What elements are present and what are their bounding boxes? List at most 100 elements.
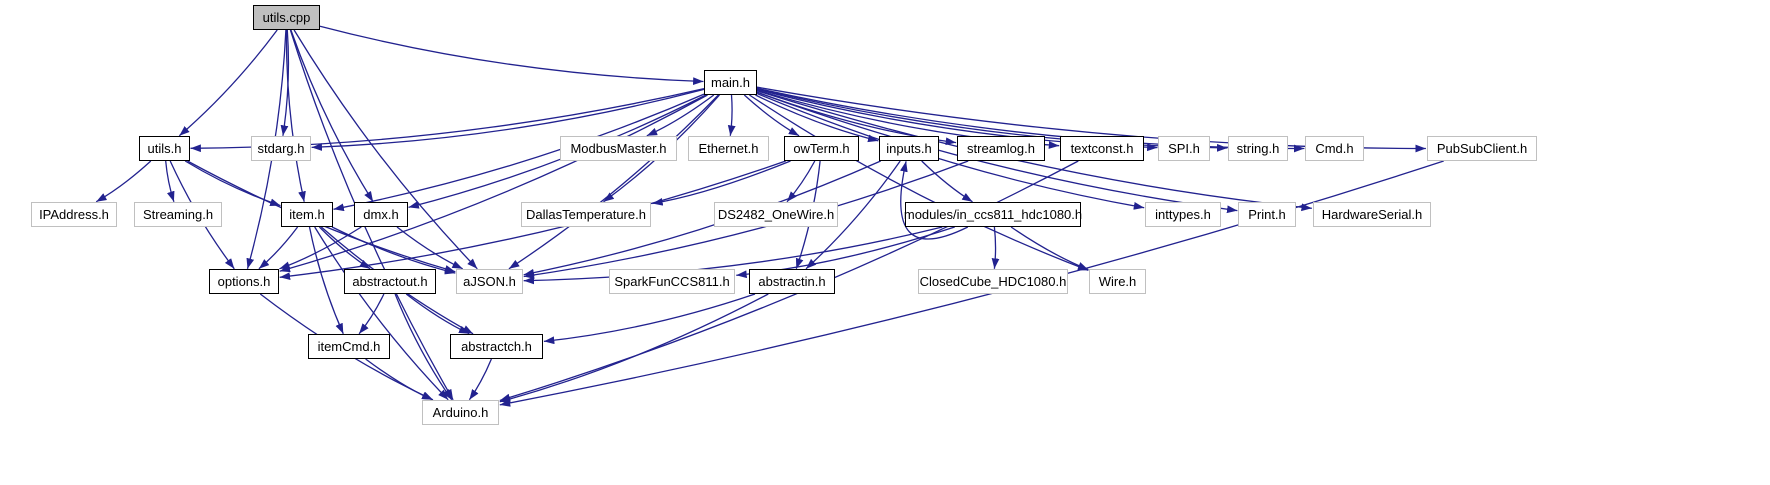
graph-node-abstractout-h[interactable]: abstractout.h <box>344 269 436 294</box>
graph-node-label: Wire.h <box>1098 274 1137 289</box>
graph-node-sparkfunccs811-h[interactable]: SparkFunCCS811.h <box>609 269 735 294</box>
graph-edge-main-h-to-wire-h <box>749 94 1089 272</box>
graph-node-stdarg-h[interactable]: stdarg.h <box>251 136 311 161</box>
graph-node-label: Ethernet.h <box>698 141 759 156</box>
graph-node-main-h[interactable]: main.h <box>704 70 757 95</box>
graph-node-options-h[interactable]: options.h <box>209 269 279 294</box>
graph-edge-abstractout-h-to-abstractch-h <box>405 293 470 335</box>
graph-edge-main-h-to-item-h <box>333 93 705 212</box>
graph-edge-dmx-h-to-options-h <box>279 226 362 270</box>
graph-edge-pubsubclient-h-to-arduino-h <box>499 160 1444 407</box>
graph-node-label: string.h <box>1236 141 1280 156</box>
graph-node-itemcmd-h[interactable]: itemCmd.h <box>308 334 390 359</box>
graph-edge-main-h-to-ajson-h <box>508 94 719 270</box>
graph-edge-main-h-to-owterm-h <box>743 94 800 137</box>
graph-node-streamlog-h[interactable]: streamlog.h <box>957 136 1045 161</box>
graph-edge-main-h-to-ethernet-h <box>727 94 736 136</box>
graph-edge-abstractout-h-to-arduino-h <box>394 293 453 401</box>
graph-node-textconst-h[interactable]: textconst.h <box>1060 136 1144 161</box>
graph-edge-main-h-to-hardwareserial-h <box>756 90 1312 212</box>
graph-edge-in-ccs811-h-to-wire-h <box>1010 226 1089 271</box>
graph-node-label: owTerm.h <box>793 141 850 156</box>
graph-node-print-h[interactable]: Print.h <box>1238 202 1296 227</box>
graph-node-streaming-h[interactable]: Streaming.h <box>134 202 222 227</box>
graph-edge-item-h-to-options-h <box>258 226 299 270</box>
graph-edge-utils-h-to-ipaddress-h <box>95 160 152 203</box>
graph-node-label: SPI.h <box>1168 141 1200 156</box>
graph-node-label: options.h <box>217 274 271 289</box>
graph-edge-abstractin-h-to-abstractch-h <box>543 293 756 345</box>
graph-node-label: streamlog.h <box>967 141 1035 156</box>
graph-node-label: HardwareSerial.h <box>1321 207 1423 222</box>
graph-node-owterm-h[interactable]: owTerm.h <box>784 136 859 161</box>
graph-node-pubsubclient-h[interactable]: PubSubClient.h <box>1427 136 1537 161</box>
graph-node-cmd-h[interactable]: Cmd.h <box>1305 136 1364 161</box>
graph-node-spi-h[interactable]: SPI.h <box>1158 136 1210 161</box>
graph-edge-streamlog-h-to-ajson-h <box>523 160 969 279</box>
graph-edge-dmx-h-to-ajson-h <box>396 226 463 270</box>
graph-node-utils-h[interactable]: utils.h <box>139 136 190 161</box>
graph-node-ds2482-onewire-h[interactable]: DS2482_OneWire.h <box>714 202 838 227</box>
graph-node-modbusmaster-h[interactable]: ModbusMaster.h <box>560 136 677 161</box>
graph-node-label: DallasTemperature.h <box>526 207 646 222</box>
graph-node-dmx-h[interactable]: dmx.h <box>354 202 408 227</box>
graph-node-item-h[interactable]: item.h <box>281 202 333 227</box>
graph-node-label: Streaming.h <box>142 207 214 222</box>
graph-node-in-ccs811-h[interactable]: modules/in_ccs811_hdc1080.h <box>904 202 1082 227</box>
graph-edge-owterm-h-to-options-h <box>279 160 786 280</box>
graph-node-closedcube-h[interactable]: ClosedCube_HDC1080.h <box>918 269 1068 294</box>
graph-node-hardwareserial-h[interactable]: HardwareSerial.h <box>1313 202 1431 227</box>
graph-edge-utils-cpp-to-item-h <box>285 29 306 202</box>
graph-edge-utils-cpp-to-utils-h <box>178 29 278 137</box>
graph-node-utils-cpp[interactable]: utils.cpp <box>253 5 320 30</box>
graph-edge-owterm-h-to-dallastemperature-h <box>652 160 791 206</box>
graph-node-abstractin-h[interactable]: abstractin.h <box>749 269 835 294</box>
graph-edge-abstractch-h-to-arduino-h <box>468 358 493 401</box>
graph-node-label: abstractch.h <box>461 339 532 354</box>
graph-edge-main-h-to-cmd-h <box>756 87 1305 153</box>
graph-edge-main-h-to-inputs-h <box>755 94 879 143</box>
graph-node-dallastemperature-h[interactable]: DallasTemperature.h <box>521 202 651 227</box>
graph-edge-abstractin-h-to-arduino-h <box>499 293 769 403</box>
graph-edge-utils-cpp-to-dmx-h <box>290 29 374 203</box>
graph-edge-main-h-to-options-h <box>279 94 708 273</box>
graph-edge-main-h-to-inttypes-h <box>756 92 1145 210</box>
graph-node-label: main.h <box>710 75 751 90</box>
graph-node-inputs-h[interactable]: inputs.h <box>879 136 939 161</box>
graph-edge-abstractout-h-to-itemcmd-h <box>358 293 385 335</box>
graph-edge-utils-cpp-to-ajson-h <box>293 29 478 270</box>
graph-edge-in-ccs811-h-to-ajson-h <box>523 226 943 285</box>
graph-node-wire-h[interactable]: Wire.h <box>1089 269 1146 294</box>
graph-node-string-h[interactable]: string.h <box>1228 136 1288 161</box>
graph-node-label: dmx.h <box>363 207 399 222</box>
graph-node-label: ClosedCube_HDC1080.h <box>919 274 1067 289</box>
graph-node-label: utils.h <box>147 141 182 156</box>
graph-node-label: Print.h <box>1248 207 1286 222</box>
graph-node-ipaddress-h[interactable]: IPAddress.h <box>31 202 117 227</box>
graph-node-ajson-h[interactable]: aJSON.h <box>456 269 523 294</box>
graph-node-label: ModbusMaster.h <box>570 141 667 156</box>
graph-node-ethernet-h[interactable]: Ethernet.h <box>688 136 769 161</box>
graph-node-arduino-h[interactable]: Arduino.h <box>422 400 499 425</box>
graph-node-label: stdarg.h <box>257 141 305 156</box>
graph-edge-item-h-to-itemcmd-h <box>308 226 344 335</box>
graph-edge-in-ccs811-h-to-closedcube-h <box>991 226 1000 269</box>
graph-node-label: Cmd.h <box>1315 141 1354 156</box>
graph-edge-inputs-h-to-ajson-h <box>523 160 881 277</box>
graph-node-label: SparkFunCCS811.h <box>614 274 730 289</box>
graph-node-label: textconst.h <box>1070 141 1134 156</box>
graph-edge-main-h-to-print-h <box>756 91 1238 214</box>
graph-node-label: utils.cpp <box>262 10 311 25</box>
graph-node-label: abstractout.h <box>352 274 428 289</box>
graph-edge-item-h-to-ajson-h <box>331 226 456 275</box>
graph-edge-owterm-h-to-ds2482-onewire-h <box>786 160 816 203</box>
graph-node-label: Arduino.h <box>432 405 489 420</box>
graph-edge-main-h-to-stdarg-h <box>311 88 705 151</box>
graph-node-inttypes-h[interactable]: inttypes.h <box>1145 202 1221 227</box>
graph-node-label: abstractin.h <box>758 274 826 289</box>
graph-node-label: DS2482_OneWire.h <box>717 207 835 222</box>
graph-node-abstractch-h[interactable]: abstractch.h <box>450 334 543 359</box>
graph-node-label: aJSON.h <box>463 274 516 289</box>
